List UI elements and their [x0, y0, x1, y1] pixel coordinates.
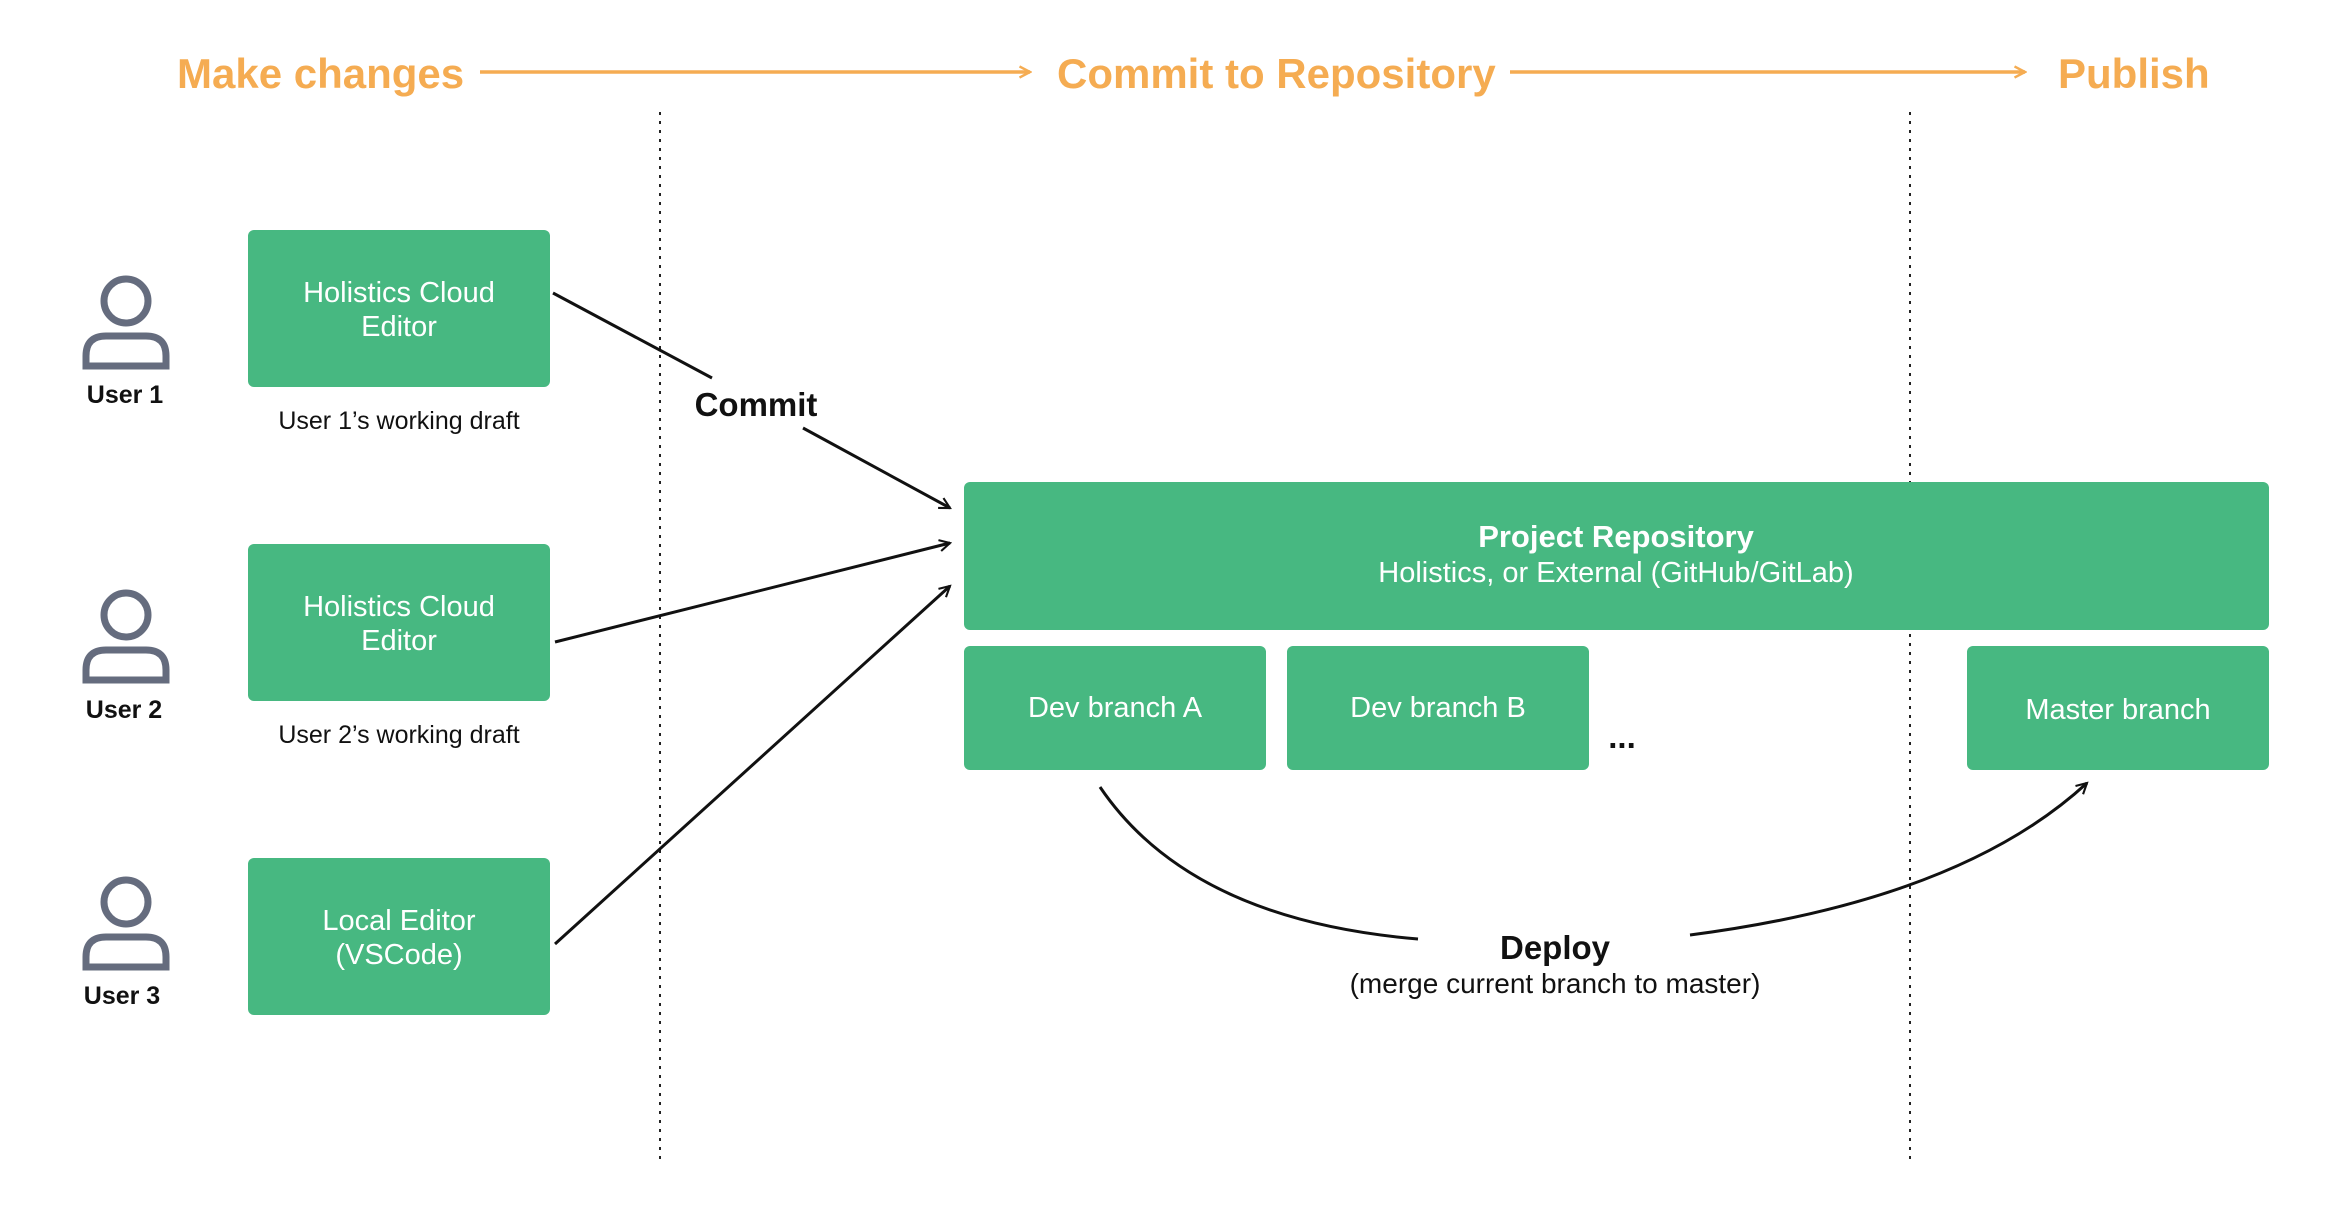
commit-arrow-user-2	[554, 543, 950, 644]
editor-line-1: Local Editor	[322, 905, 475, 937]
project-repository-title: Project Repository	[1478, 519, 1754, 554]
dev-branch-b-label: Dev branch B	[1350, 692, 1526, 724]
more-branches-ellipsis: ...	[1608, 718, 1636, 755]
stage-commit-to-repository: Commit to Repository	[1057, 50, 1496, 97]
editor-box-user-3: Local Editor (VSCode)	[248, 858, 550, 1015]
commit-arrows	[552, 291, 950, 946]
editor-line-2: (VSCode)	[335, 939, 462, 971]
project-repository-box: Project Repository Holistics, or Externa…	[964, 482, 2269, 630]
user-icon	[82, 876, 170, 971]
user-1: User 1	[82, 275, 170, 409]
dev-branch-b-box: Dev branch B	[1287, 646, 1589, 770]
working-draft-caption-user-2: User 2’s working draft	[278, 721, 519, 749]
deploy-sublabel: (merge current branch to master)	[1350, 968, 1761, 999]
user-icon	[82, 275, 170, 370]
deploy-curve-right	[1689, 783, 2087, 937]
dev-branch-a-label: Dev branch A	[1028, 692, 1203, 724]
user-label: User 1	[87, 381, 164, 409]
user-label: User 3	[84, 982, 160, 1010]
stage-make-changes: Make changes	[177, 50, 464, 97]
editor-box-user-2: Holistics Cloud Editor	[248, 544, 550, 701]
stage-header: Make changes Commit to Repository Publis…	[177, 50, 2210, 97]
commit-arrow-user-1-lower	[802, 426, 950, 510]
project-repository-subtitle: Holistics, or External (GitHub/GitLab)	[1378, 557, 1853, 589]
deploy-label: Deploy	[1500, 929, 1611, 966]
master-branch-box: Master branch	[1967, 646, 2269, 770]
user-2: User 2	[82, 589, 170, 724]
deploy-curve-left	[1098, 786, 1419, 941]
commit-arrow-user-1-upper	[552, 291, 713, 380]
commit-label: Commit	[695, 386, 818, 423]
user-icon	[82, 589, 170, 684]
deploy-arrow	[1098, 783, 2087, 941]
stage-publish: Publish	[2058, 50, 2210, 97]
master-branch-label: Master branch	[2025, 694, 2210, 726]
commit-arrow-user-3	[553, 586, 950, 946]
dev-branch-a-box: Dev branch A	[964, 646, 1266, 770]
working-draft-caption-user-1: User 1’s working draft	[278, 407, 519, 435]
user-label: User 2	[86, 696, 162, 724]
user-3: User 3	[82, 876, 170, 1010]
editor-line-1: Holistics Cloud	[303, 277, 495, 309]
editor-box-user-1: Holistics Cloud Editor	[248, 230, 550, 387]
editor-line-2: Editor	[361, 311, 437, 343]
editor-line-1: Holistics Cloud	[303, 591, 495, 623]
editor-line-2: Editor	[361, 625, 437, 657]
